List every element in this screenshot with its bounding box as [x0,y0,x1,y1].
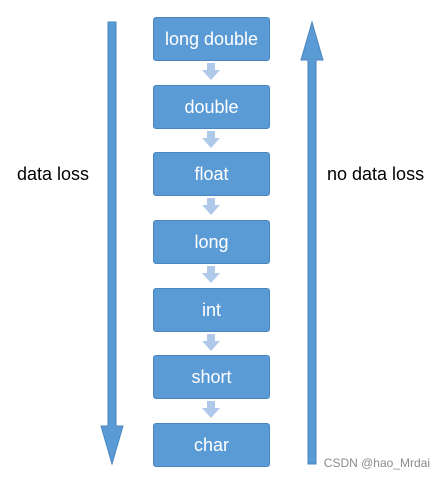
down-arrow-icon [100,21,124,466]
up-arrow-icon [300,20,324,465]
type-box-long-double: long double [153,17,270,61]
left-label: data loss [17,164,90,184]
watermark: CSDN @hao_Mrdai [323,456,430,470]
right-label: no data loss [327,164,425,184]
small-down-arrow-icon [202,401,220,418]
type-box-int: int [153,288,270,332]
small-down-arrow-icon [202,266,220,283]
type-box-short: short [153,355,270,399]
small-down-arrow-icon [202,334,220,351]
small-down-arrow-icon [202,131,220,148]
type-box-double: double [153,85,270,129]
type-box-char: char [153,423,270,467]
small-down-arrow-icon [202,198,220,215]
type-box-float: float [153,152,270,196]
type-box-long: long [153,220,270,264]
small-down-arrow-icon [202,63,220,80]
